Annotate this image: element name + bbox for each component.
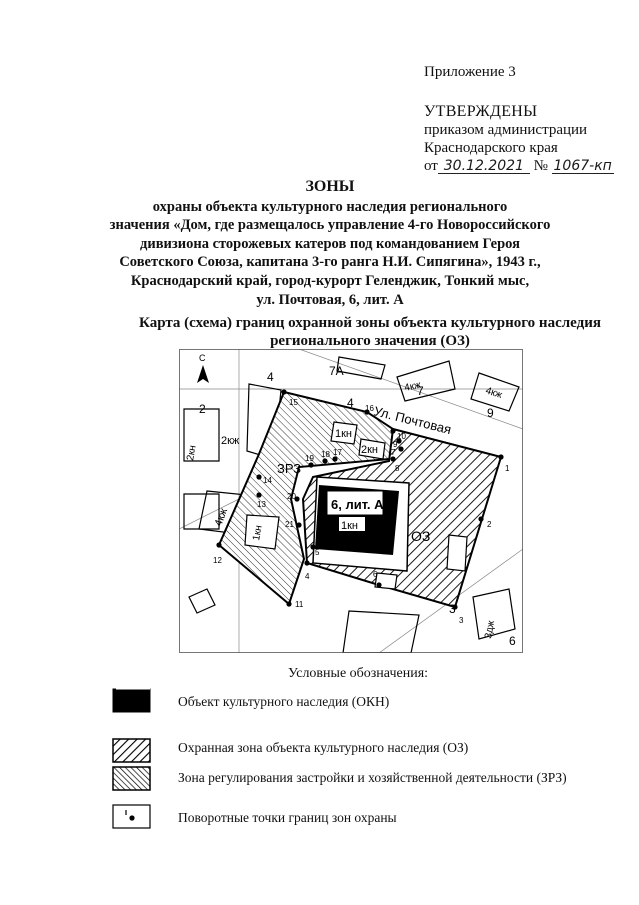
approval-block: УТВЕРЖДЕНЫ приказом администрации Красно… <box>424 103 614 175</box>
zone-buildings <box>244 421 468 590</box>
point-15: 15 <box>289 398 298 407</box>
appendix-label: Приложение 3 <box>424 64 516 80</box>
number-sign: № <box>533 158 548 174</box>
legend-okn-label: Объект культурного наследия (ОКН) <box>178 694 390 709</box>
north-arrow-icon: С <box>197 353 209 383</box>
legend-oz-symbol <box>112 738 151 763</box>
title-line-6: ул. Почтовая, 6, лит. А <box>256 291 404 308</box>
label-7: 7 <box>417 384 424 398</box>
legend-point-label: Поворотные точки границ зон охраны <box>178 810 397 825</box>
map-title-line-1: Карта (схема) границ охранной зоны объек… <box>139 315 601 331</box>
point-10: 10 <box>397 432 406 441</box>
point-13: 13 <box>257 500 266 509</box>
point-7: 7 <box>391 448 396 457</box>
legend-title: Условные обозначения: <box>288 666 429 681</box>
map-border <box>179 349 523 653</box>
zone-oz-label: ОЗ <box>411 528 430 544</box>
point-5: 5 <box>315 548 320 557</box>
label-2kn: 2кн <box>185 444 199 461</box>
legend-oz-label: Охранная зона объекта культурного наслед… <box>178 740 469 755</box>
point-1: 1 <box>505 464 510 473</box>
zone-zrz <box>217 390 403 606</box>
title-line-1: охраны объекта культурного наследия реги… <box>152 198 508 215</box>
label-6: 6 <box>509 634 516 648</box>
document-title: ЗОНЫ охраны объекта культурного наследия… <box>60 178 600 309</box>
point-14: 14 <box>263 476 272 485</box>
legend-okn-symbol <box>112 688 151 713</box>
order-line-2: Краснодарского края <box>424 140 558 156</box>
north-label: С <box>199 353 206 363</box>
turning-points <box>216 389 504 610</box>
label-4-street: 4 <box>347 396 354 410</box>
point-11: 11 <box>295 600 304 609</box>
object-label-box <box>326 490 384 516</box>
order-date: 30.12.2021 <box>437 159 530 174</box>
point-16: 16 <box>365 404 374 413</box>
point-6: 6 <box>373 570 378 579</box>
label-1kn-1: 1кн <box>335 428 352 440</box>
point-21: 21 <box>285 520 294 529</box>
object-label: 6, лит. А <box>331 497 384 512</box>
point-19: 19 <box>305 454 314 463</box>
label-2kn-2: 2кн <box>361 444 378 456</box>
point-12: 12 <box>213 556 222 565</box>
legend-point-symbol <box>112 804 151 829</box>
legend-zrz-symbol <box>112 766 151 791</box>
zone-map: 6, лит. А 1кн 7А 4кж 7 4кж 9 4 2кж 2 2кн… <box>179 349 523 653</box>
object-floors: 1кн <box>341 520 358 532</box>
zone-zrz-label: ЗРЗ <box>277 461 301 476</box>
label-4kzh-1: 4кж <box>403 380 422 394</box>
approved-heading: УТВЕРЖДЕНЫ <box>424 103 538 120</box>
object-floors-box <box>339 517 365 531</box>
date-prefix: от <box>424 158 438 174</box>
point-4: 4 <box>305 572 310 581</box>
point-18: 18 <box>321 450 330 459</box>
label-7a: 7А <box>329 364 344 378</box>
point-3: 3 <box>459 616 464 625</box>
label-2kzh: 2кж <box>221 435 240 447</box>
title-line-2: значения «Дом, где размещалось управлени… <box>109 217 551 234</box>
order-number: 1067-кп <box>551 158 614 174</box>
title-line-3: дивизиона сторожевых катеров под командо… <box>140 235 520 252</box>
title-heading: ЗОНЫ <box>305 178 355 195</box>
label-9: 9 <box>487 406 494 420</box>
order-line-1: приказом администрации <box>424 122 588 138</box>
label-2: 2 <box>199 402 206 416</box>
label-4kzh-2: 4кж <box>484 385 504 401</box>
point-9: 9 <box>393 440 398 449</box>
legend-zrz-label: Зона регулирования застройки и хозяйстве… <box>178 770 567 785</box>
label-3: 3 <box>449 602 456 616</box>
label-1kn-2: 1кн <box>251 524 265 541</box>
map-title: Карта (схема) границ охранной зоны объек… <box>110 314 630 350</box>
map-title-line-2: регионального значения (ОЗ) <box>270 333 470 349</box>
point-8: 8 <box>395 464 400 473</box>
point-17: 17 <box>333 448 342 457</box>
label-3dzh: 3дж <box>483 619 497 639</box>
title-line-5: Краснодарский край, город-курорт Гелендж… <box>130 272 530 289</box>
title-line-4: Советского Союза, капитана 3-го ранга Н.… <box>119 254 541 271</box>
point-20: 20 <box>287 492 296 501</box>
point-2: 2 <box>487 520 492 529</box>
label-4-top: 4 <box>267 370 274 384</box>
